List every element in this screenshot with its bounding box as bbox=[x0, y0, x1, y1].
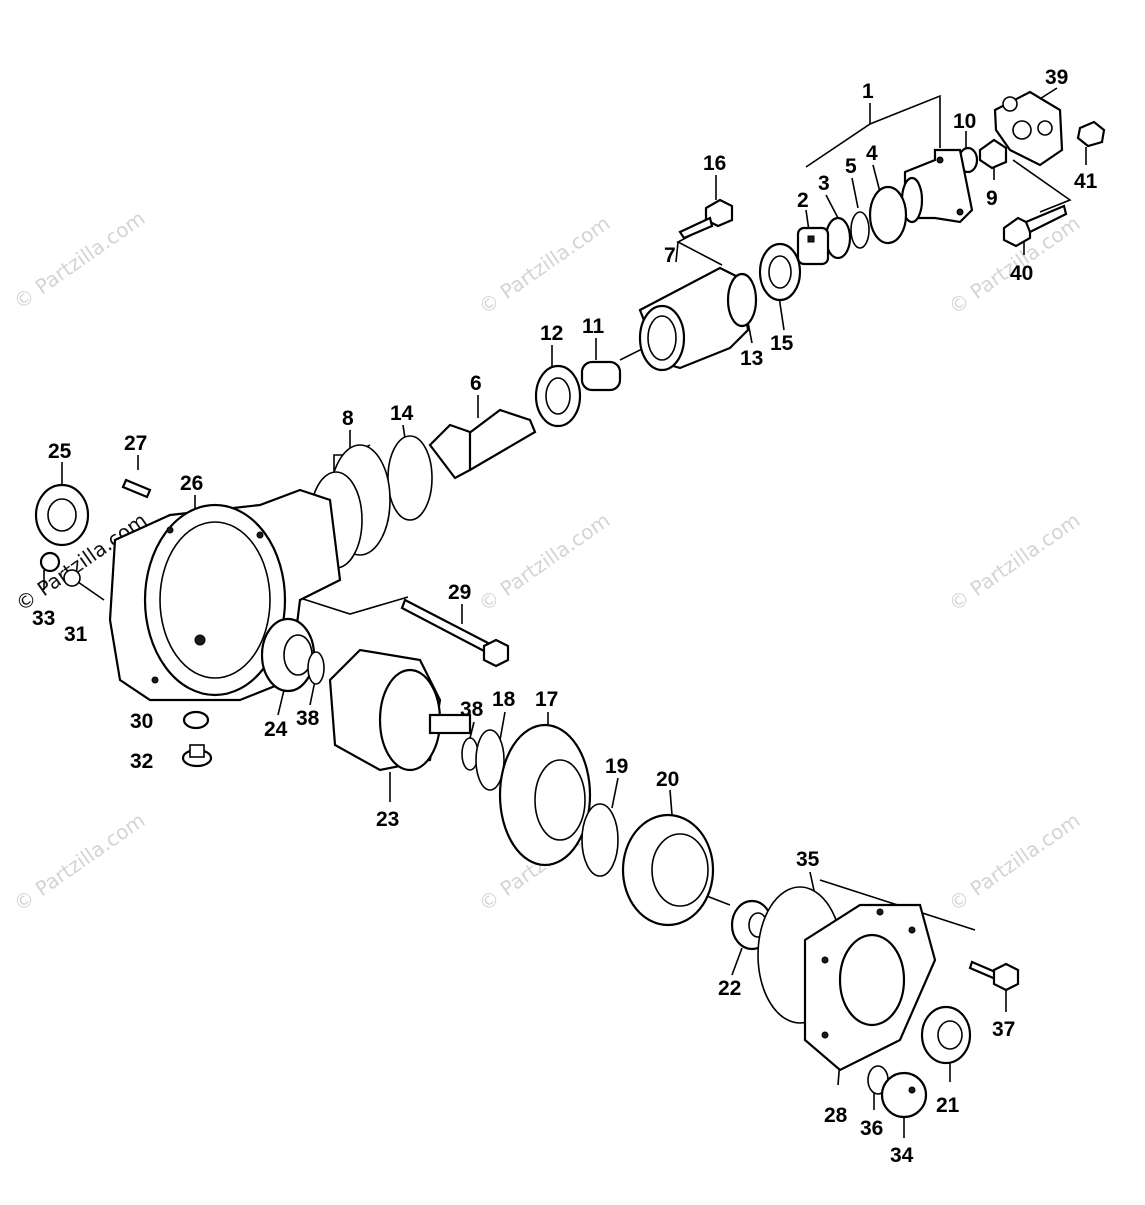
callout-number: 20 bbox=[656, 768, 679, 791]
snap-ring-part bbox=[307, 651, 325, 685]
watermark: © Partzilla.com bbox=[474, 508, 614, 616]
leader-line bbox=[611, 777, 619, 809]
bearing-housing-part bbox=[638, 266, 758, 372]
spacer-part bbox=[824, 216, 852, 260]
leader-line bbox=[851, 177, 859, 209]
nut-part bbox=[1076, 120, 1106, 148]
callout-number: 38 bbox=[460, 698, 484, 721]
callout-layer: 1 2 3 4 5 6 7 8 9 10 11 12 13 14 15 16 1… bbox=[32, 66, 1098, 1167]
output-housing-part bbox=[900, 148, 974, 224]
callout-number: 31 bbox=[64, 623, 88, 646]
bearing-part bbox=[534, 364, 582, 428]
callout-number: 35 bbox=[796, 848, 820, 871]
leader-line bbox=[77, 581, 105, 601]
drain-plug-part bbox=[181, 744, 213, 768]
differential-case-part bbox=[328, 648, 472, 772]
shim-part bbox=[868, 185, 908, 245]
cap-part bbox=[880, 1071, 928, 1119]
watermark: © Partzilla.com bbox=[9, 206, 149, 314]
callout-number: 23 bbox=[376, 808, 399, 831]
cover-part bbox=[803, 903, 937, 1072]
callout-number: 18 bbox=[492, 688, 516, 711]
leader-line bbox=[277, 689, 285, 716]
callout-number: 34 bbox=[890, 1144, 914, 1167]
ring-part bbox=[850, 211, 870, 249]
callout-number: 17 bbox=[535, 688, 558, 711]
callout-number: 3 bbox=[818, 172, 830, 195]
callout-number: 16 bbox=[703, 152, 726, 175]
bolt-part bbox=[1002, 204, 1068, 248]
callout-number: 13 bbox=[740, 347, 763, 370]
callout-number: 8 bbox=[342, 407, 354, 430]
callout-number: 33 bbox=[32, 607, 55, 630]
snap-ring-part bbox=[387, 435, 433, 521]
callout-number: 2 bbox=[797, 189, 809, 212]
leader-line bbox=[669, 789, 673, 816]
ring-gear-part bbox=[498, 723, 592, 867]
oil-seal-part bbox=[34, 483, 90, 547]
callout-number: 26 bbox=[180, 472, 203, 495]
watermark: © Partzilla.com bbox=[944, 808, 1084, 916]
callout-number: 32 bbox=[130, 750, 153, 773]
leader-line bbox=[731, 947, 743, 976]
bolt-part bbox=[968, 960, 1020, 992]
bolt-part bbox=[678, 198, 734, 240]
bearing-part bbox=[260, 617, 316, 693]
watermark: © Partzilla.com bbox=[474, 211, 614, 319]
leader-line bbox=[872, 164, 881, 193]
callout-number: 24 bbox=[264, 718, 288, 741]
callout-number: 22 bbox=[718, 977, 741, 1000]
leader-line bbox=[805, 94, 941, 168]
callout-number: 37 bbox=[992, 1018, 1015, 1041]
collar-part bbox=[580, 360, 622, 392]
callout-number: 30 bbox=[130, 710, 153, 733]
callout-number: 11 bbox=[582, 315, 605, 338]
callout-number: 7 bbox=[664, 244, 676, 267]
callout-number: 10 bbox=[953, 110, 976, 133]
flange-yoke-part bbox=[993, 90, 1064, 167]
watermark: © Partzilla.com bbox=[944, 508, 1084, 616]
callout-number: 6 bbox=[470, 372, 482, 395]
nut-part bbox=[978, 138, 1008, 170]
callout-number: 5 bbox=[845, 155, 857, 178]
callout-number: 27 bbox=[124, 432, 147, 455]
callout-number: 39 bbox=[1045, 66, 1068, 89]
leader-line bbox=[675, 241, 679, 263]
callout-number: 41 bbox=[1074, 170, 1098, 193]
dowel-pin-part bbox=[121, 478, 152, 499]
watermark: © Partzilla.com bbox=[9, 808, 149, 916]
callout-number: 36 bbox=[860, 1117, 883, 1140]
callout-number: 21 bbox=[936, 1094, 960, 1117]
breather-part bbox=[39, 551, 81, 587]
bearing-part bbox=[796, 226, 830, 266]
callout-number: 4 bbox=[866, 142, 878, 165]
callout-number: 12 bbox=[540, 322, 563, 345]
bearing-cup-part bbox=[758, 242, 802, 302]
callout-number: 1 bbox=[862, 80, 874, 103]
callout-number: 40 bbox=[1010, 262, 1033, 285]
bolt-part bbox=[400, 598, 510, 668]
shim-part bbox=[581, 803, 619, 877]
oil-seal-part bbox=[920, 1005, 972, 1065]
drive-pinion-part bbox=[428, 408, 537, 480]
callout-number: 9 bbox=[986, 187, 998, 210]
callout-number: 38 bbox=[296, 707, 320, 730]
leader-line bbox=[299, 596, 409, 615]
leader-line bbox=[1012, 159, 1072, 213]
washer-part bbox=[182, 710, 210, 730]
leader-line bbox=[825, 194, 839, 219]
callout-number: 25 bbox=[48, 440, 72, 463]
callout-number: 28 bbox=[824, 1104, 848, 1127]
shim-part bbox=[475, 729, 505, 791]
callout-number: 19 bbox=[605, 755, 628, 778]
leader-line bbox=[499, 711, 506, 741]
callout-number: 29 bbox=[448, 581, 471, 604]
bearing-part bbox=[621, 813, 715, 927]
callout-number: 15 bbox=[770, 332, 794, 355]
callout-number: 14 bbox=[390, 402, 414, 425]
